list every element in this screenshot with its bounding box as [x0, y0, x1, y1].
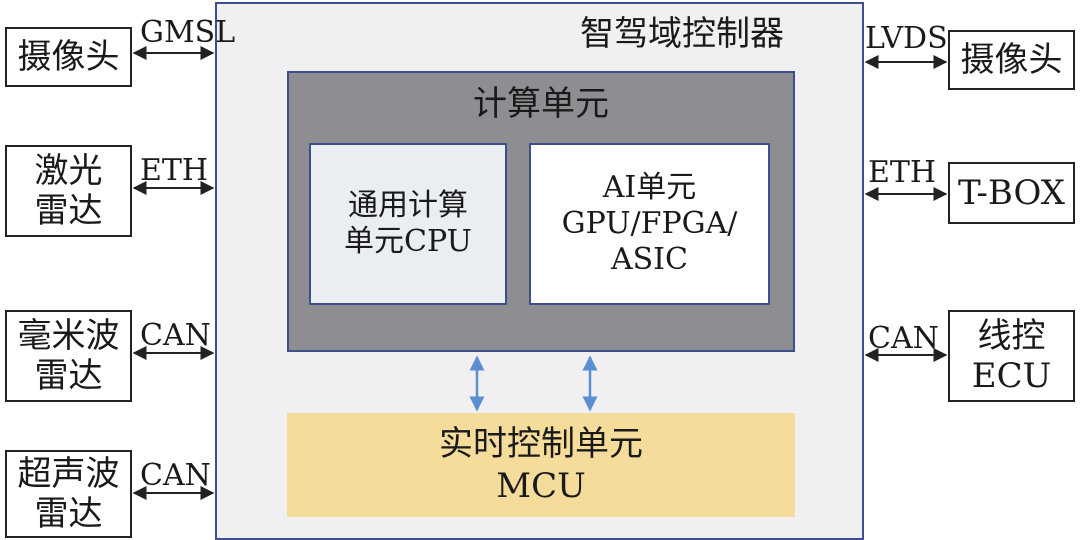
ai-unit-label-line3: ASIC — [610, 242, 688, 277]
right-link-lvds-label: LVDS — [865, 21, 948, 56]
left-link-can-label-1: CAN — [140, 318, 211, 353]
left-device-ultrasonic-label-line2: 雷达 — [34, 494, 103, 534]
right-link-eth-label: ETH — [868, 155, 937, 190]
ai-unit-block: AI单元 GPU/FPGA/ ASIC — [529, 143, 770, 305]
compute-unit-title: 计算单元 — [473, 84, 609, 124]
left-link-gmsl-label: GMSL — [140, 15, 236, 50]
left-device-camera-label: 摄像头 — [17, 37, 120, 77]
left-link-can-label-2: CAN — [140, 458, 211, 493]
mcu-unit-label-line1: 实时控制单元 — [439, 424, 643, 464]
cpu-unit-label-line1: 通用计算 — [348, 188, 468, 223]
left-device-ultrasonic-radar: 超声波 雷达 — [5, 450, 132, 538]
right-device-camera-label: 摄像头 — [960, 40, 1063, 80]
ai-unit-label-line2: GPU/FPGA/ — [561, 206, 738, 241]
mcu-unit-label-line2: MCU — [496, 466, 586, 506]
ai-unit-label-line1: AI单元 — [602, 170, 697, 205]
left-device-mmwave-label-line2: 雷达 — [34, 356, 103, 396]
right-device-tbox-label: T-BOX — [958, 173, 1065, 213]
left-link-eth-label: ETH — [140, 153, 209, 188]
left-device-camera: 摄像头 — [5, 27, 132, 87]
right-device-wire-control-ecu: 线控 ECU — [948, 310, 1075, 402]
right-device-ecu-label-line1: 线控 — [977, 316, 1046, 356]
cpu-unit-label-line2: 单元CPU — [344, 224, 472, 259]
left-device-lidar-label-line1: 激光 — [34, 151, 103, 191]
left-device-ultrasonic-label-line1: 超声波 — [17, 454, 120, 494]
mcu-unit-block: 实时控制单元 MCU — [287, 413, 795, 517]
right-device-camera: 摄像头 — [948, 30, 1075, 90]
left-device-mmwave-label-line1: 毫米波 — [17, 316, 120, 356]
domain-controller-title: 智驾域控制器 — [580, 14, 784, 54]
right-device-ecu-label-line2: ECU — [971, 356, 1052, 396]
cpu-unit-block: 通用计算 单元CPU — [309, 143, 507, 305]
left-device-lidar-label-line2: 雷达 — [34, 191, 103, 231]
left-device-lidar: 激光 雷达 — [5, 145, 132, 237]
left-device-mmwave-radar: 毫米波 雷达 — [5, 310, 132, 402]
right-device-tbox: T-BOX — [948, 162, 1075, 224]
